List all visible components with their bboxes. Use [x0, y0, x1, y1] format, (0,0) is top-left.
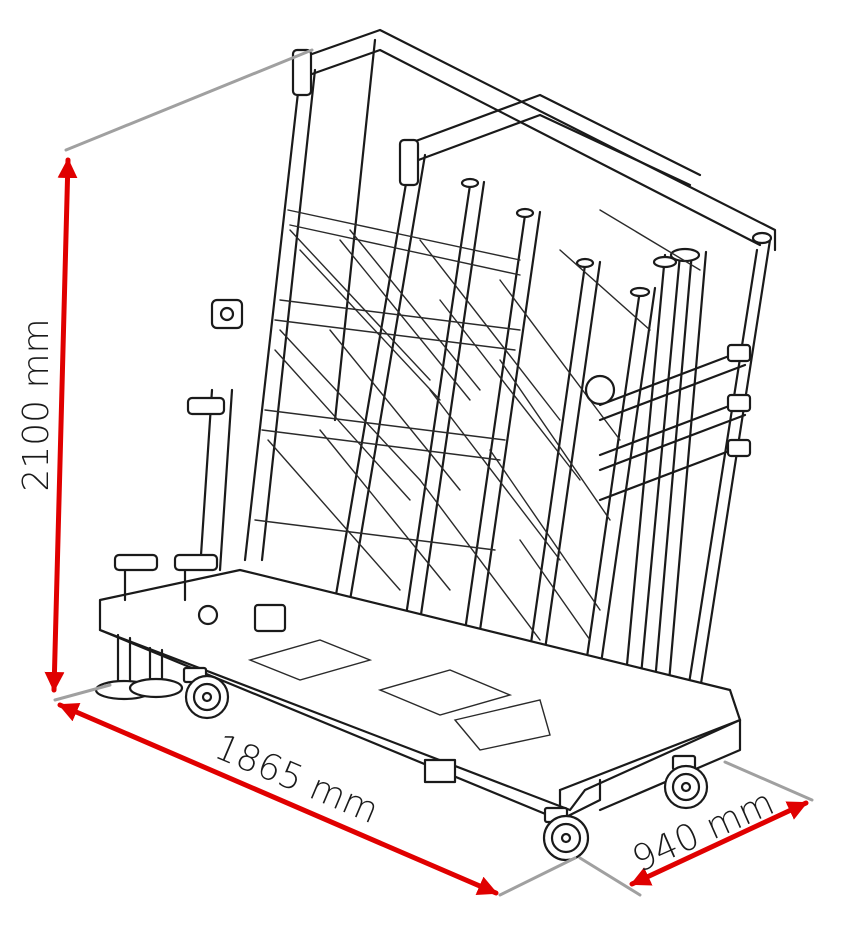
- cart-base: [94, 553, 742, 862]
- height-dimension-label: 2100 mm: [16, 318, 57, 491]
- caster-front-right: [542, 806, 590, 862]
- extension-line-bottom-left: [53, 683, 112, 702]
- length-dimension-arrow: [57, 702, 499, 896]
- extension-line-top: [64, 48, 314, 152]
- extension-line-width-front: [578, 856, 642, 897]
- extension-lines: [53, 48, 814, 897]
- extension-line-width-rear: [723, 760, 814, 802]
- caster-rear-right: [663, 754, 709, 810]
- dimension-arrows: [44, 157, 809, 896]
- height-dimension-arrow: [44, 157, 78, 693]
- extension-line-bottom-front: [498, 856, 577, 897]
- truss-stack: [186, 28, 777, 742]
- width-dimension-arrow: [629, 800, 809, 887]
